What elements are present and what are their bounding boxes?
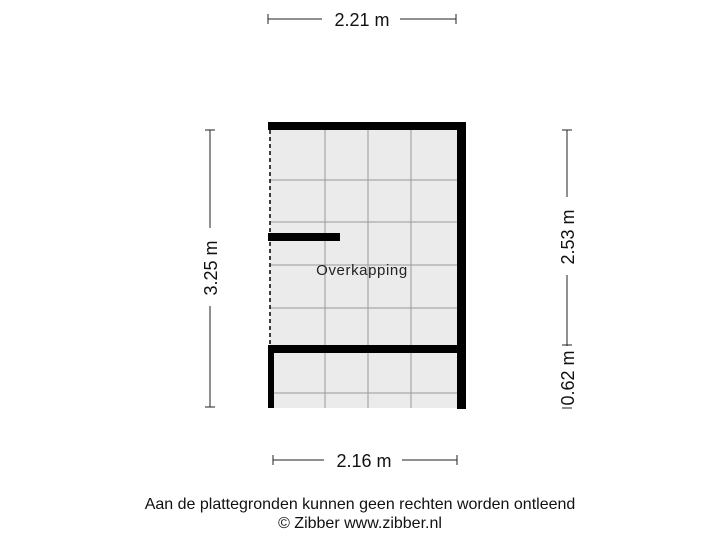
dimension-top: [267, 14, 457, 24]
dimension-right-upper-label: 2.53 m: [558, 209, 578, 264]
wall-middle: [268, 345, 462, 353]
dimension-right-lower-label: 0.62 m: [558, 350, 578, 405]
wall-right: [457, 122, 466, 409]
disclaimer-text: Aan de plattegronden kunnen geen rechten…: [144, 496, 576, 513]
floor-grid: [270, 126, 460, 408]
walls: [268, 122, 466, 409]
dimension-bottom: [272, 455, 458, 465]
floor-area: [270, 126, 460, 408]
dimension-left-label: 3.25 m: [201, 240, 221, 295]
dimension-top-label: 2.21 m: [334, 10, 389, 30]
dimension-right: [562, 129, 572, 409]
wall-top: [268, 122, 466, 130]
copyright-text: © Zibber www.zibber.nl: [278, 515, 442, 532]
dimension-bottom-label: 2.16 m: [336, 451, 391, 471]
wall-stub: [268, 233, 340, 241]
room-label: Overkapping: [316, 262, 408, 279]
dimension-left: [205, 129, 215, 408]
wall-lower-left: [268, 345, 274, 408]
